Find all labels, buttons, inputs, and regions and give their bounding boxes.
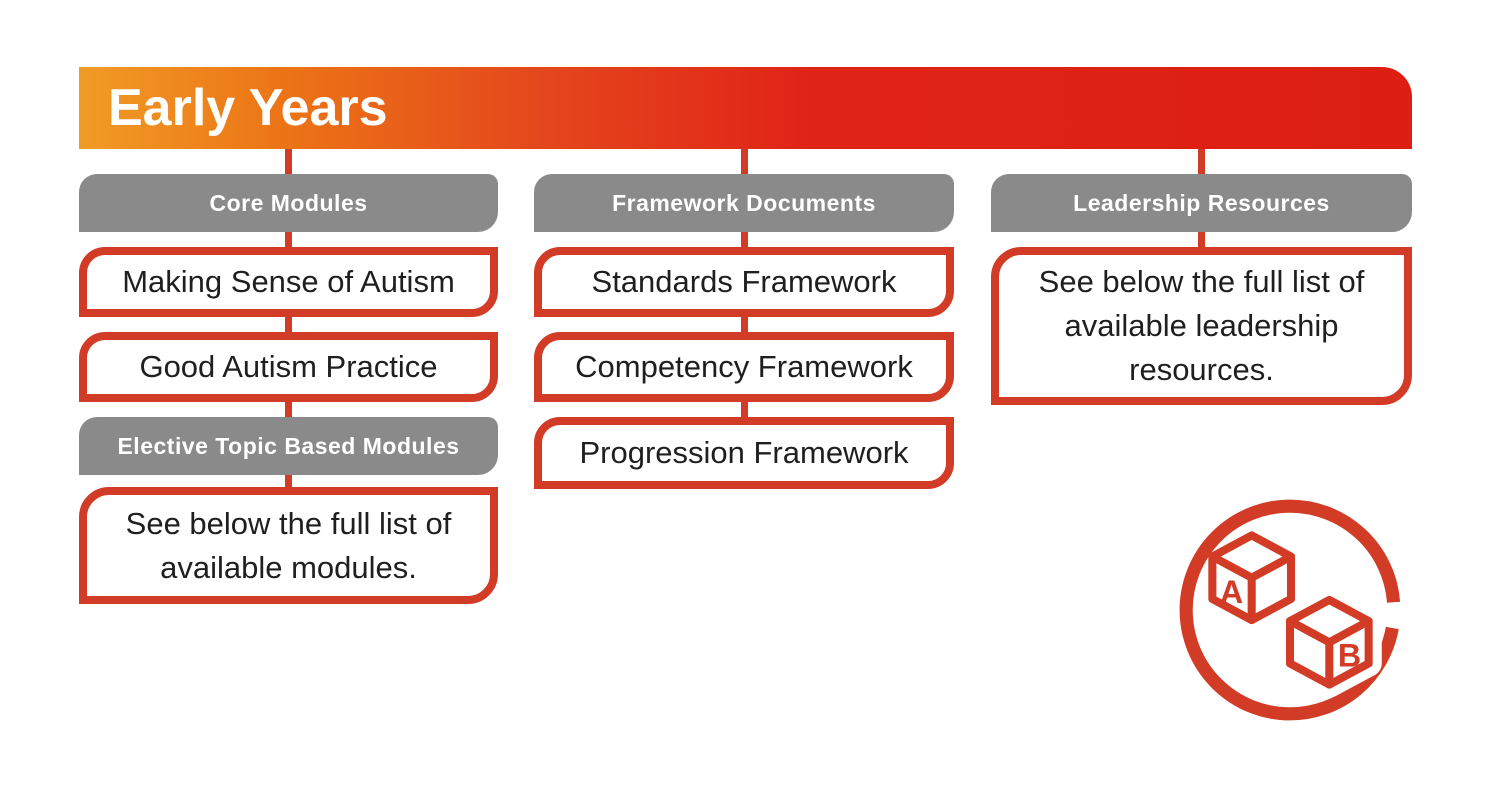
- column-framework-documents: Framework Documents Standards Framework …: [534, 148, 954, 628]
- node-label: Good Autism Practice: [139, 349, 438, 384]
- note-text: See below the full list of available lea…: [1038, 264, 1365, 387]
- section-header-leadership-resources: Leadership Resources: [991, 174, 1412, 232]
- node-label: Standards Framework: [591, 264, 897, 299]
- node-label: Competency Framework: [575, 349, 913, 384]
- header-banner: Early Years: [79, 67, 1412, 149]
- column-core-modules: Core Modules Making Sense of Autism Good…: [79, 148, 498, 628]
- section-header-core-modules: Core Modules: [79, 174, 498, 232]
- section-header-label: Leadership Resources: [1073, 189, 1330, 216]
- cube-b-letter: B: [1338, 637, 1361, 673]
- section-header-framework-documents: Framework Documents: [534, 174, 954, 232]
- section-header-label: Framework Documents: [612, 189, 876, 216]
- section-header-label: Core Modules: [209, 189, 368, 216]
- node-making-sense-of-autism: Making Sense of Autism: [79, 247, 498, 317]
- node-good-autism-practice: Good Autism Practice: [79, 332, 498, 402]
- node-label: Progression Framework: [579, 435, 909, 470]
- note-text: See below the full list of available mod…: [125, 505, 452, 585]
- node-standards-framework: Standards Framework: [534, 247, 954, 317]
- cube-a-letter: A: [1220, 574, 1243, 610]
- page-title: Early Years: [108, 79, 388, 137]
- note-available-modules: See below the full list of available mod…: [79, 487, 498, 604]
- node-label: Making Sense of Autism: [122, 264, 455, 299]
- section-header-elective-topic-based-modules: Elective Topic Based Modules: [79, 417, 498, 475]
- section-header-label: Elective Topic Based Modules: [117, 432, 460, 459]
- note-available-leadership-resources: See below the full list of available lea…: [991, 247, 1412, 405]
- node-progression-framework: Progression Framework: [534, 417, 954, 489]
- ab-blocks-icon: A B: [1169, 489, 1411, 731]
- node-competency-framework: Competency Framework: [534, 332, 954, 402]
- icon-circle: [1179, 499, 1401, 721]
- column-leadership-resources: Leadership Resources See below the full …: [991, 148, 1412, 628]
